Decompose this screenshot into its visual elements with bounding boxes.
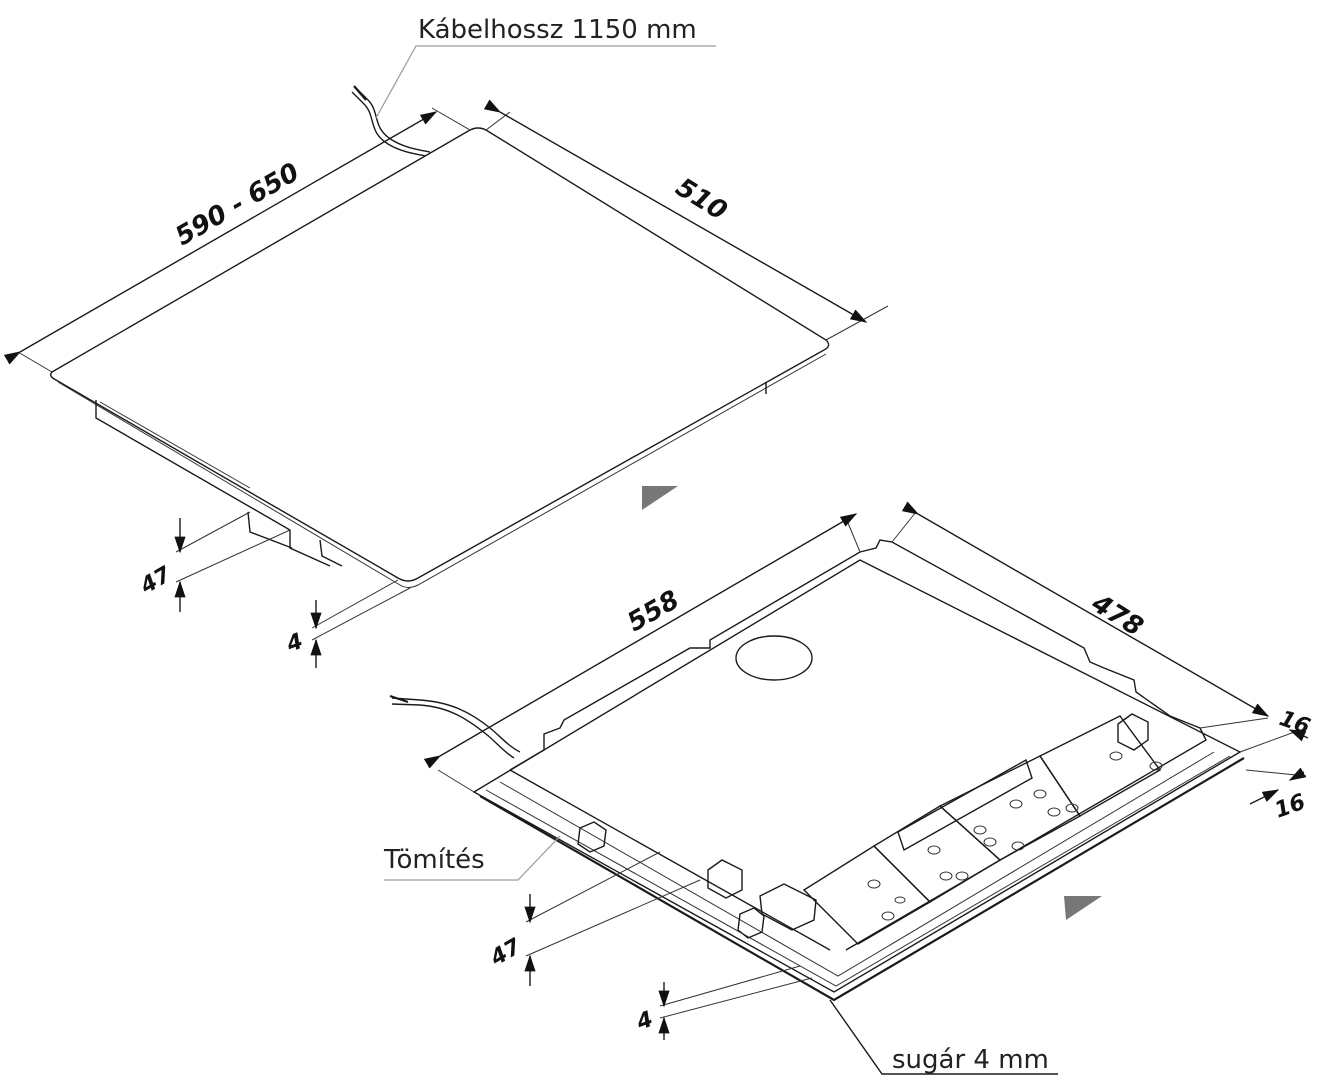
- top-cable: [355, 87, 431, 153]
- seal-callout: Tömítés: [383, 835, 561, 881]
- dim-glass-4-top: 4: [283, 629, 307, 658]
- dim-height-47-top: 47: [136, 562, 176, 600]
- bottom-hob: [389, 501, 1309, 1040]
- direction-triangle-2: [1064, 896, 1102, 920]
- dim-offset-16-top: 16: [1276, 706, 1313, 740]
- radius-callout: sugár 4 mm: [829, 999, 1058, 1075]
- dim-width-558: 558: [623, 585, 685, 638]
- bottom-cable: [391, 697, 521, 753]
- direction-triangle: [642, 486, 678, 510]
- dim-depth-510: 510: [670, 172, 732, 226]
- top-hob: [3, 85, 889, 668]
- top-glass-plate: [49, 127, 830, 582]
- cable-length-label: Kábelhossz 1150 mm: [418, 15, 697, 45]
- dim-height-47-bottom: 47: [486, 934, 526, 972]
- dim-offset-16-bottom: 16: [1272, 790, 1309, 824]
- dim-glass-4-bottom: 4: [633, 1007, 657, 1036]
- dim-depth-478: 478: [1085, 588, 1148, 643]
- vent-opening: [735, 635, 813, 681]
- seal-label: Tömítés: [383, 845, 485, 875]
- cooling-fins: [897, 758, 1033, 852]
- cable-length-callout: Kábelhossz 1150 mm: [375, 15, 716, 119]
- compartment-1: [802, 845, 932, 945]
- radius-label: sugár 4 mm: [892, 1045, 1049, 1075]
